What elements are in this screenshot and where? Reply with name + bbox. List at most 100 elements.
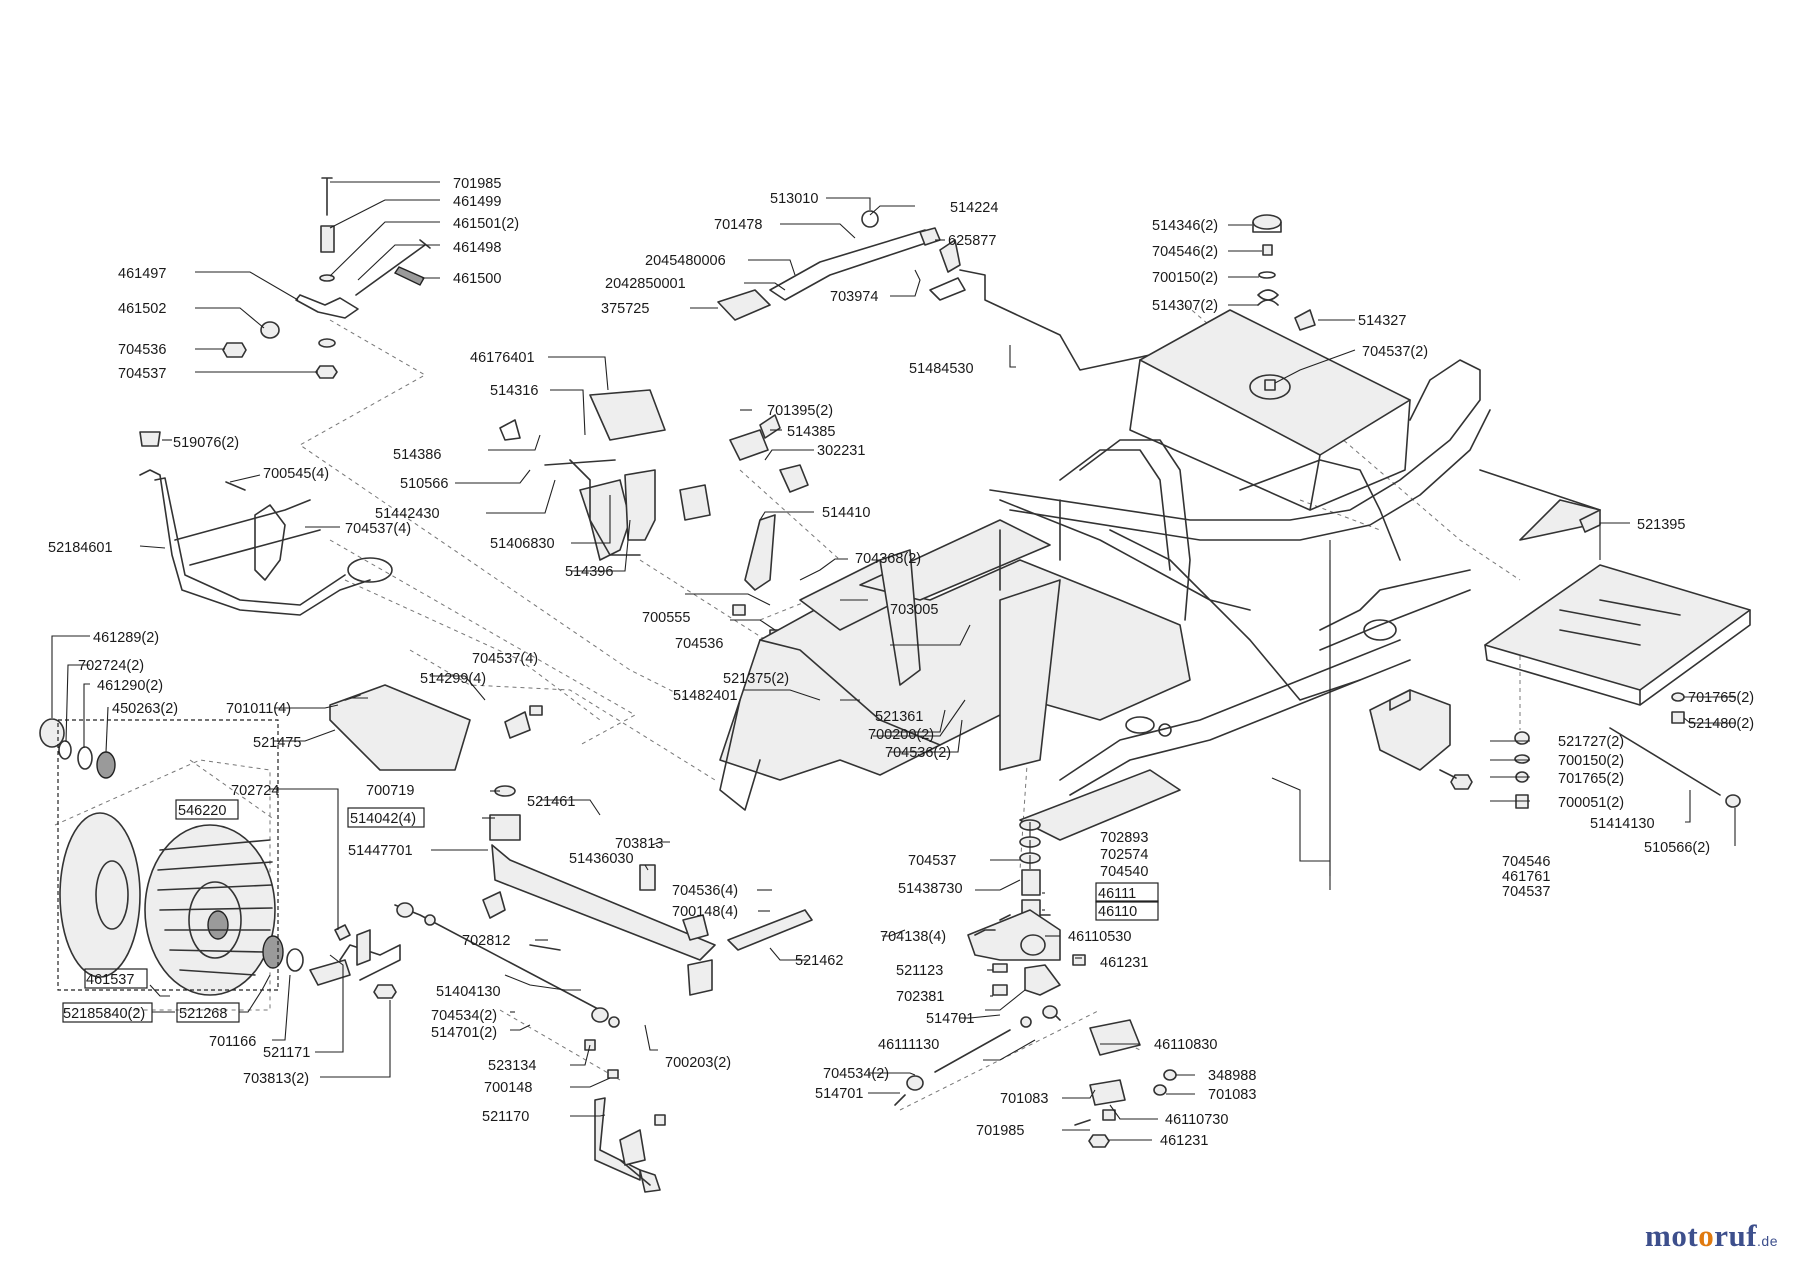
- part-label: 704546(2): [1152, 244, 1218, 260]
- part-label: 461498: [453, 240, 501, 256]
- part-label: 450263(2): [112, 701, 178, 717]
- part-label: 52184601: [48, 540, 113, 556]
- part-label: 51482401: [673, 688, 738, 704]
- part-label: 700150(2): [1558, 753, 1624, 769]
- part-label: 521268: [179, 1006, 227, 1022]
- brand-part-1: mot: [1645, 1218, 1699, 1253]
- part-label: 521395: [1637, 517, 1685, 533]
- throttle-lever: [717, 210, 1151, 371]
- part-label: 519076(2): [173, 435, 239, 451]
- part-label: 523134: [488, 1058, 536, 1074]
- part-label: 514346(2): [1152, 218, 1218, 234]
- brand-part-2: o: [1698, 1218, 1715, 1253]
- part-label: 461231: [1160, 1133, 1208, 1149]
- part-label: 702574: [1100, 847, 1148, 863]
- part-label: 51406830: [490, 536, 555, 552]
- part-label: 702381: [896, 989, 944, 1005]
- part-label: 375725: [601, 301, 649, 317]
- part-label: 461501(2): [453, 216, 519, 232]
- part-label: 704537: [1502, 884, 1550, 900]
- part-label: 461500: [453, 271, 501, 287]
- part-label: 703813(2): [243, 1071, 309, 1087]
- bushing-stack: [1514, 692, 1741, 809]
- part-label: 700150(2): [1152, 270, 1218, 286]
- part-label: 46110: [1098, 904, 1137, 920]
- part-label: 514327: [1358, 313, 1406, 329]
- part-label: 51484530: [909, 361, 974, 377]
- part-label: 46111: [1098, 886, 1136, 902]
- part-label: 704537(4): [472, 651, 538, 667]
- part-label: 514385: [787, 424, 835, 440]
- part-label: 514224: [950, 200, 998, 216]
- part-label: 52185840(2): [63, 1006, 145, 1022]
- part-label: 704537: [908, 853, 956, 869]
- part-label: 514701(2): [431, 1025, 497, 1041]
- part-label: 704537(2): [1362, 344, 1428, 360]
- part-label: 461231: [1100, 955, 1148, 971]
- front-wheel-assembly: [39, 718, 401, 999]
- part-label: 348988: [1208, 1068, 1256, 1084]
- part-label: 46110530: [1068, 929, 1131, 945]
- part-label: 521361: [875, 709, 923, 725]
- part-label: 461289(2): [93, 630, 159, 646]
- part-label: 700203(2): [665, 1055, 731, 1071]
- part-label: 51414130: [1590, 816, 1655, 832]
- part-label: 700545(4): [263, 466, 329, 482]
- part-label: 702812: [462, 933, 510, 949]
- part-label: 701166: [209, 1034, 256, 1050]
- part-label: 510566: [400, 476, 448, 492]
- part-label: 700051(2): [1558, 795, 1624, 811]
- part-label: 2042850001: [605, 276, 686, 292]
- part-label: 701478: [714, 217, 762, 233]
- brand-tld: .de: [1757, 1233, 1778, 1249]
- part-label: 701083: [1208, 1087, 1256, 1103]
- part-label: 461290(2): [97, 678, 163, 694]
- part-label: 701395(2): [767, 403, 833, 419]
- side-bracket: [1369, 689, 1473, 790]
- part-label: 700555: [642, 610, 690, 626]
- part-label: 700200(2): [868, 727, 934, 743]
- part-label: 461761: [1502, 869, 1550, 885]
- pedal-lever-assembly: [222, 177, 431, 379]
- part-label: 704534(2): [431, 1008, 497, 1024]
- part-label: 51404130: [436, 984, 501, 1000]
- part-label: 514307(2): [1152, 298, 1218, 314]
- parts: [39, 177, 1751, 1193]
- brand-watermark: motoruf.de: [1645, 1218, 1778, 1254]
- front-axle-beam: [482, 785, 813, 996]
- part-label: 704536(2): [885, 745, 951, 761]
- part-label: 46110730: [1165, 1112, 1228, 1128]
- part-label: 521480(2): [1688, 716, 1754, 732]
- part-label: 702893: [1100, 830, 1148, 846]
- part-label: 704536: [675, 636, 723, 652]
- part-label: 513010: [770, 191, 818, 207]
- part-label: 704536: [118, 342, 166, 358]
- part-label: 514701: [926, 1011, 974, 1027]
- part-label: 510566(2): [1644, 840, 1710, 856]
- part-label: 701985: [976, 1123, 1024, 1139]
- part-label: 700148(4): [672, 904, 738, 920]
- part-label: 302231: [817, 443, 865, 459]
- part-label: 703974: [830, 289, 878, 305]
- part-label: 701765(2): [1688, 690, 1754, 706]
- part-label: 546220: [178, 803, 226, 819]
- part-label: 46110830: [1154, 1037, 1217, 1053]
- part-label: 46111130: [878, 1037, 939, 1053]
- part-label: 700719: [366, 783, 414, 799]
- part-label: 521171: [263, 1045, 310, 1061]
- pedals: [499, 389, 853, 641]
- part-label: 51436030: [569, 851, 634, 867]
- part-label: 704537: [118, 366, 166, 382]
- part-label: 701083: [1000, 1091, 1048, 1107]
- part-label: 701985: [453, 176, 501, 192]
- part-label: 704537(4): [345, 521, 411, 537]
- part-label: 521375(2): [723, 671, 789, 687]
- part-label: 51438730: [898, 881, 963, 897]
- part-label: 700148: [484, 1080, 532, 1096]
- part-label: 514410: [822, 505, 870, 521]
- part-labels: 701985 461499 461501(2) 461498 461497 46…: [48, 176, 1754, 1149]
- brand-part-3: ruf: [1714, 1218, 1758, 1253]
- part-label: 704138(4): [880, 929, 946, 945]
- part-label: 514386: [393, 447, 441, 463]
